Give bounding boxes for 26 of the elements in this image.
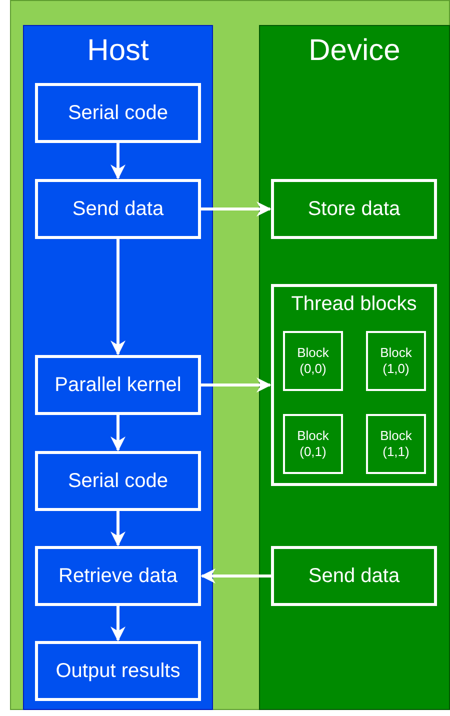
process-box: Send data (271, 546, 437, 606)
arrow (201, 202, 272, 216)
arrow (110, 143, 126, 180)
process-box: Block (0,0) (283, 331, 343, 391)
arrow (201, 378, 272, 392)
process-box: Output results (35, 641, 201, 701)
group-title: Thread blocks (290, 293, 418, 316)
process-box: Block (0,1) (283, 414, 343, 474)
arrow (110, 239, 126, 356)
process-box: Serial code (35, 83, 201, 143)
group-box (271, 284, 437, 486)
process-box: Store data (271, 179, 437, 239)
panel-title: Device (308, 34, 402, 68)
process-box: Block (1,0) (366, 331, 426, 391)
arrow (110, 606, 126, 642)
process-box: Send data (35, 179, 201, 239)
panel (259, 25, 450, 710)
process-box: Retrieve data (35, 546, 201, 606)
arrow (110, 415, 126, 452)
process-box: Block (1,1) (366, 414, 426, 474)
panel-title: Host (86, 34, 150, 68)
arrow (110, 511, 126, 546)
arrow (200, 568, 271, 584)
process-box: Parallel kernel (35, 355, 201, 415)
process-box: Serial code (35, 451, 201, 511)
panel (23, 25, 213, 710)
